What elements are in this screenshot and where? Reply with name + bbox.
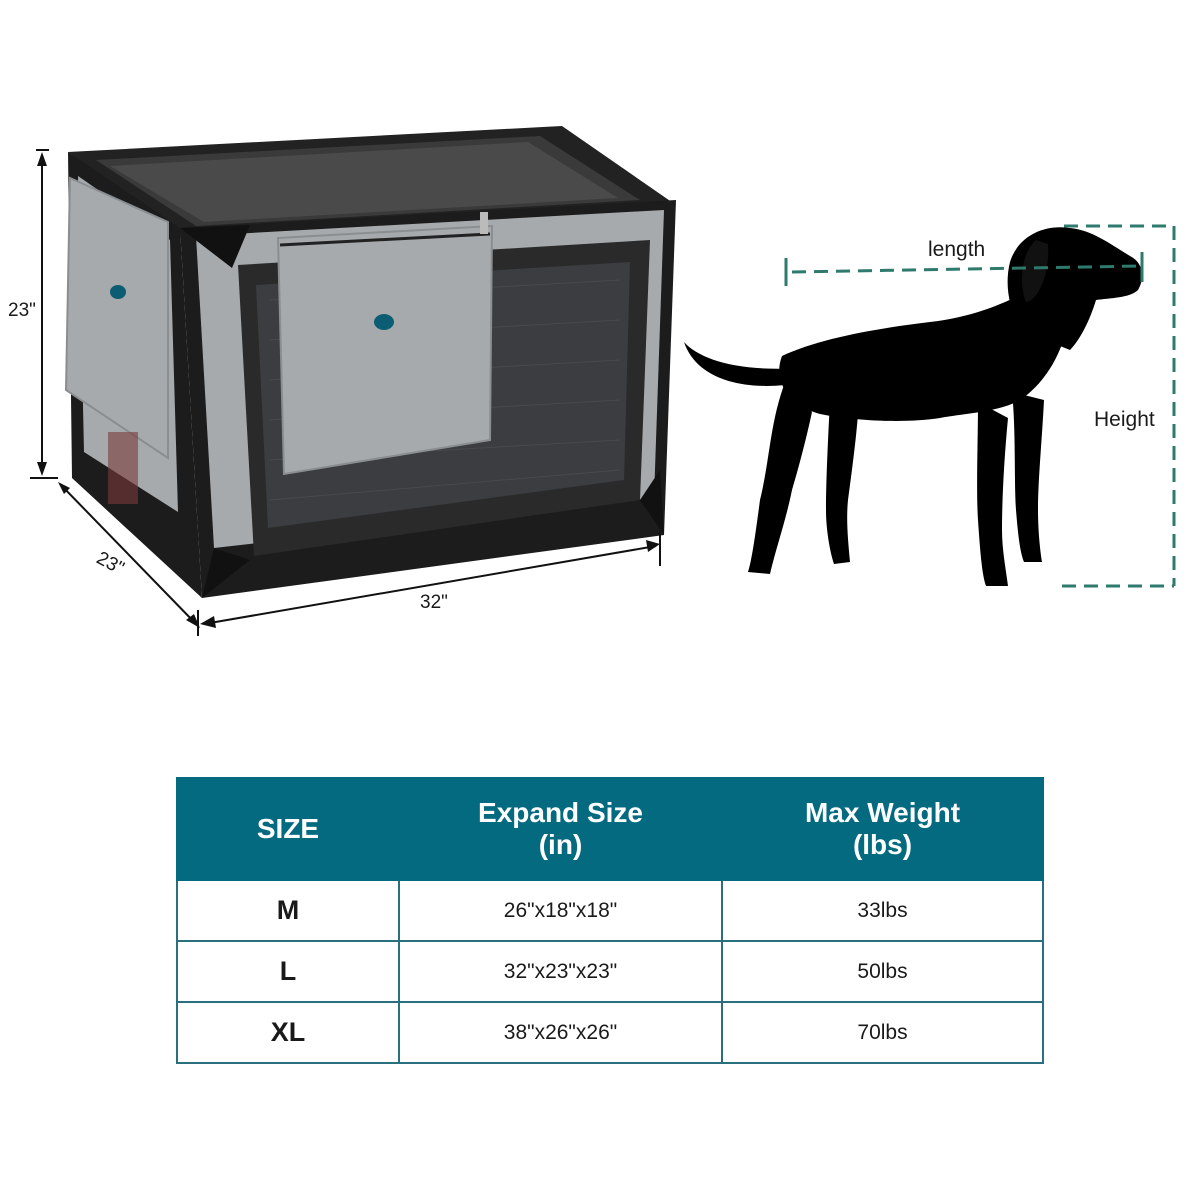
crate-width-label: 32" xyxy=(420,592,448,613)
dog-silhouette-image xyxy=(684,227,1143,586)
dims-cell: 38"x26"x26" xyxy=(398,1001,723,1064)
weight-cell: 50lbs xyxy=(721,940,1044,1003)
header-size: SIZE xyxy=(176,777,400,881)
header-max-weight: Max Weight (lbs) xyxy=(721,777,1044,881)
table-row: L 32"x23"x23" 50lbs xyxy=(176,940,1044,1003)
dog-dimension-lines xyxy=(784,224,1176,588)
table-row: M 26"x18"x18" 33lbs xyxy=(176,879,1044,942)
size-chart-table: SIZE Expand Size (in) Max Weight (lbs) M… xyxy=(176,777,1044,1064)
table-header-row: SIZE Expand Size (in) Max Weight (lbs) xyxy=(176,777,1044,881)
dims-cell: 32"x23"x23" xyxy=(398,940,723,1003)
dims-cell: 26"x18"x18" xyxy=(398,879,723,942)
product-illustration xyxy=(30,126,1176,636)
weight-cell: 70lbs xyxy=(721,1001,1044,1064)
dog-length-label: length xyxy=(928,238,986,261)
size-cell: XL xyxy=(176,1001,400,1064)
crate-height-label: 23" xyxy=(8,300,36,321)
crate-dimension-lines xyxy=(30,149,661,636)
dog-height-label: Height xyxy=(1094,408,1155,431)
pet-crate-image xyxy=(64,126,676,598)
table-row: XL 38"x26"x26" 70lbs xyxy=(176,1001,1044,1064)
header-expand-size: Expand Size (in) xyxy=(398,777,723,881)
weight-cell: 33lbs xyxy=(721,879,1044,942)
size-cell: M xyxy=(176,879,400,942)
size-cell: L xyxy=(176,940,400,1003)
